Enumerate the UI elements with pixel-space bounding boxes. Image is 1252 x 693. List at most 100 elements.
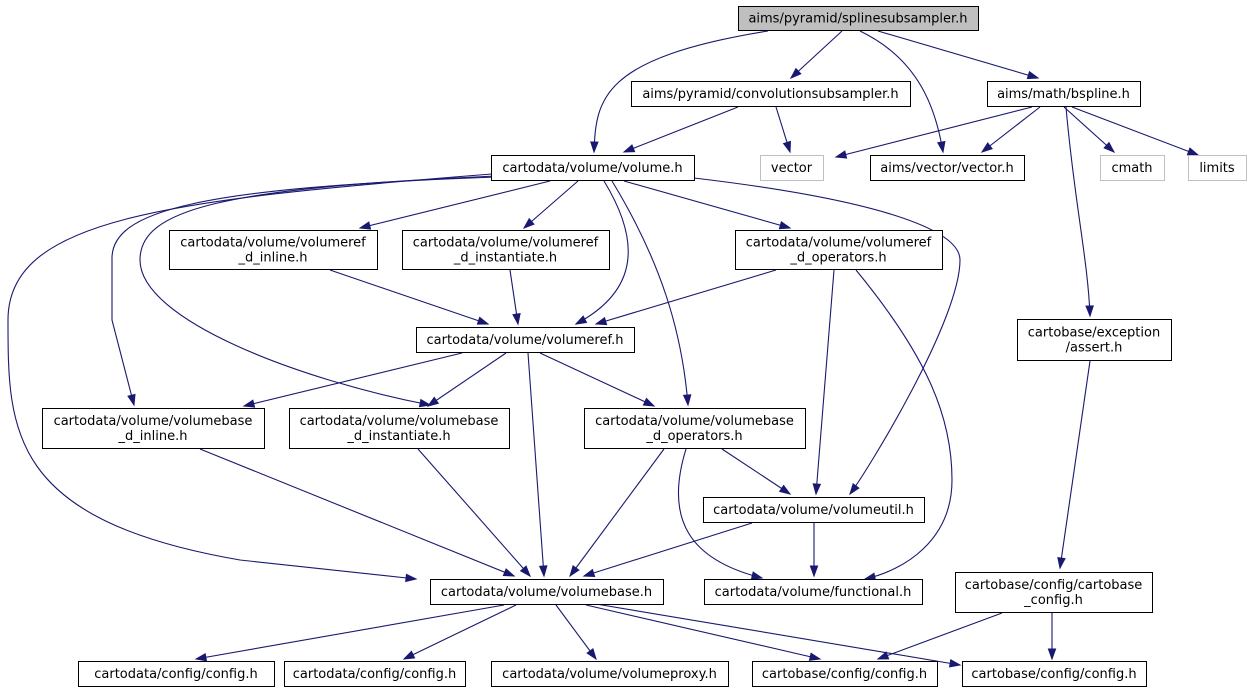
node-box[interactable] xyxy=(430,579,664,605)
node-box[interactable] xyxy=(870,155,1025,181)
node-label: _d_inline.h xyxy=(118,429,188,444)
arrowhead xyxy=(948,659,962,668)
node-box[interactable] xyxy=(752,661,938,687)
arrowhead xyxy=(642,397,656,407)
node-vb_inst[interactable]: cartodata/volume/volumebase_d_instantiat… xyxy=(289,408,510,449)
node-box[interactable] xyxy=(760,155,824,181)
edge-line xyxy=(195,604,505,660)
node-limits[interactable]: limits xyxy=(1188,155,1247,181)
arrowhead xyxy=(418,398,432,408)
node-volume[interactable]: cartodata/volume/volume.h xyxy=(491,155,695,181)
node-aimsvector[interactable]: aims/vector/vector.h xyxy=(870,155,1025,181)
node-label: cartodata/volume/volumeutil.h xyxy=(713,503,914,518)
edge-vb_inline-to-volumebase xyxy=(199,448,516,577)
arrowhead xyxy=(622,144,636,153)
node-box[interactable] xyxy=(738,6,979,31)
node-volumeref[interactable]: cartodata/volume/volumeref.h xyxy=(416,327,635,353)
node-box[interactable] xyxy=(289,408,510,449)
node-functional[interactable]: cartodata/volume/functional.h xyxy=(704,579,923,605)
edge-vb_ops-to-functional xyxy=(677,448,764,580)
edge-line xyxy=(721,448,791,495)
edge-line xyxy=(585,604,821,660)
arrowhead xyxy=(778,484,792,495)
node-box[interactable] xyxy=(284,661,466,687)
edge-line xyxy=(527,352,545,577)
node-convolutionsubsampler[interactable]: aims/pyramid/convolutionsubsampler.h xyxy=(631,81,911,107)
edge-bspline-to-exc_assert xyxy=(1065,106,1094,318)
edge-cb_config-to-cb_configh2 xyxy=(1047,613,1057,661)
arrowhead xyxy=(512,312,521,326)
edge-line xyxy=(623,106,739,153)
edge-convolutionsubsampler-to-volume xyxy=(622,106,739,153)
node-label: cmath xyxy=(1111,161,1152,176)
node-vector[interactable]: vector xyxy=(760,155,824,181)
node-box[interactable] xyxy=(402,230,610,270)
node-exc_assert[interactable]: cartobase/exception/assert.h xyxy=(1017,319,1172,361)
node-splinesubsampler[interactable]: aims/pyramid/splinesubsampler.h xyxy=(738,6,979,31)
arrowhead xyxy=(782,140,791,154)
node-layer: aims/pyramid/splinesubsampler.h aims/pyra… xyxy=(42,6,1247,687)
node-box[interactable] xyxy=(631,81,911,107)
node-box[interactable] xyxy=(491,661,729,687)
edge-line xyxy=(555,604,597,660)
node-box[interactable] xyxy=(584,408,806,449)
node-cmath[interactable]: cmath xyxy=(1100,155,1165,181)
node-box[interactable] xyxy=(1100,155,1165,181)
edge-splinesubsampler-to-bspline xyxy=(877,30,1040,80)
node-box[interactable] xyxy=(704,579,923,605)
arrowhead xyxy=(590,141,599,154)
edge-vr_ops-to-volumeutil xyxy=(812,269,835,496)
node-bspline[interactable]: aims/math/bspline.h xyxy=(987,81,1141,107)
edge-line xyxy=(329,269,489,325)
arrowhead xyxy=(682,394,692,407)
node-box[interactable] xyxy=(491,155,695,181)
node-box[interactable] xyxy=(962,661,1147,687)
arrowhead xyxy=(778,220,792,230)
node-cb_configh2[interactable]: cartobase/config/config.h xyxy=(962,661,1147,687)
node-box[interactable] xyxy=(416,327,635,353)
node-box[interactable] xyxy=(78,661,275,687)
edge-bspline-to-cmath xyxy=(1063,106,1116,153)
node-box[interactable] xyxy=(1017,319,1172,361)
node-box[interactable] xyxy=(955,572,1153,613)
node-label: cartodata/volume/volumebase.h xyxy=(441,585,652,600)
edge-volumeref-to-vb_inst xyxy=(426,352,507,407)
edge-line xyxy=(403,604,517,660)
node-cd_config1[interactable]: cartodata/config/config.h xyxy=(78,661,275,687)
node-vr_ops[interactable]: cartodata/volume/volumeref_d_operators.h xyxy=(735,230,943,270)
node-label: cartodata/volume/volumebase xyxy=(300,414,499,429)
edge-bspline-to-aimsvector xyxy=(980,106,1041,153)
arrowhead xyxy=(586,647,597,661)
edge-vb_ops-to-volumebase xyxy=(569,448,665,578)
node-vr_inst[interactable]: cartodata/volume/volumeref_d_instantiate… xyxy=(402,230,610,270)
node-vb_ops[interactable]: cartodata/volume/volumebase_d_operators.… xyxy=(584,408,806,449)
arrowhead xyxy=(1186,147,1200,156)
node-box[interactable] xyxy=(1188,155,1247,181)
edge-line xyxy=(1071,106,1199,156)
node-box[interactable] xyxy=(42,408,265,449)
node-label: _config.h xyxy=(1023,593,1083,608)
node-cd_config2[interactable]: cartodata/config/config.h xyxy=(284,661,466,687)
edge-line xyxy=(815,269,835,495)
node-box[interactable] xyxy=(735,230,943,270)
node-volumebase[interactable]: cartodata/volume/volumebase.h xyxy=(430,579,664,605)
node-label: aims/vector/vector.h xyxy=(880,161,1013,176)
arrowhead xyxy=(194,652,208,662)
node-cb_config[interactable]: cartobase/config/cartobase_config.h xyxy=(955,572,1153,613)
node-box[interactable] xyxy=(169,230,378,270)
arrowhead xyxy=(502,568,516,577)
edge-splinesubsampler-to-convolutionsubsampler xyxy=(789,30,843,80)
node-volumeproxy[interactable]: cartodata/volume/volumeproxy.h xyxy=(491,661,729,687)
node-box[interactable] xyxy=(987,81,1141,107)
node-label: _d_inline.h xyxy=(238,251,308,266)
node-box[interactable] xyxy=(703,497,925,523)
arrowhead xyxy=(812,483,822,496)
node-label: cartodata/volume/volumeref xyxy=(413,236,599,251)
node-label: _d_operators.h xyxy=(789,251,886,266)
node-cb_configh1[interactable]: cartobase/config/config.h xyxy=(752,661,938,687)
node-vb_inline[interactable]: cartodata/volume/volumebase_d_inline.h xyxy=(42,408,265,449)
node-vr_inline[interactable]: cartodata/volume/volumeref_d_inline.h xyxy=(169,230,378,270)
edge-volume-to-volumebase xyxy=(7,173,493,583)
edge-line xyxy=(243,352,463,407)
node-volumeutil[interactable]: cartodata/volume/volumeutil.h xyxy=(703,497,925,523)
